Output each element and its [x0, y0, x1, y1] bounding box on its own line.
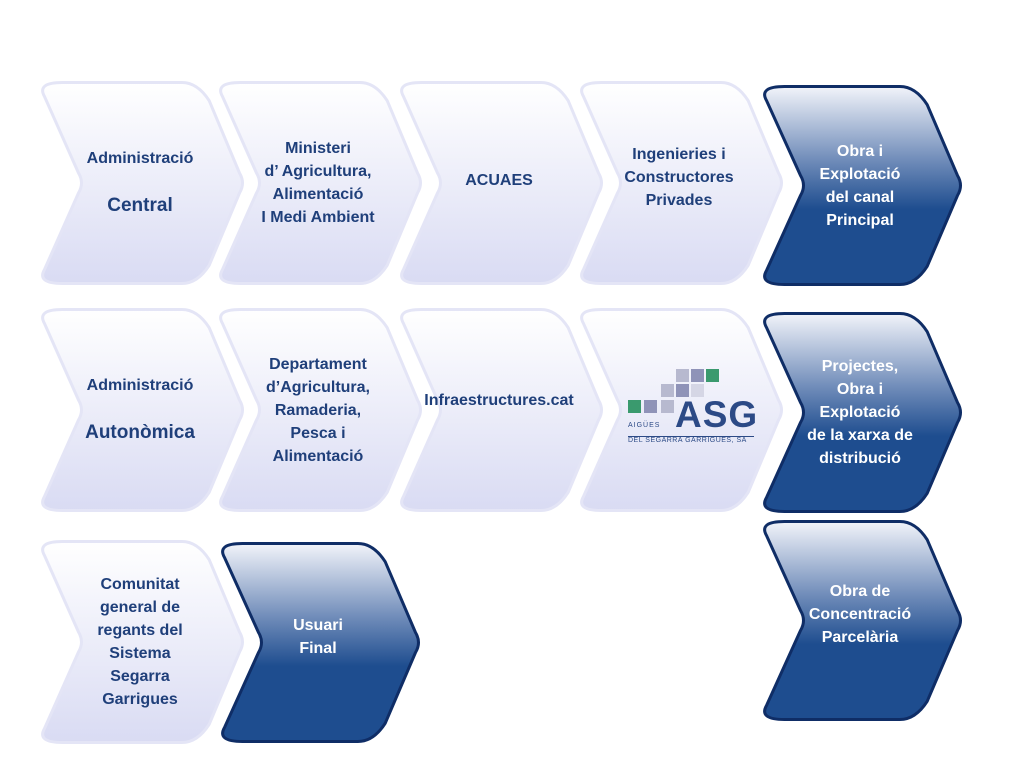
- logo-square: [628, 400, 641, 413]
- administracio-autonomica-line1: Administració: [86, 377, 194, 394]
- chevron-acuaes: ACUAES: [393, 80, 605, 286]
- asg-logo: ASG AIGÜES DEL SEGARRA GARRIGUES, SA: [628, 369, 760, 453]
- administracio-autonomica-label: Administració Autonòmica: [64, 307, 216, 513]
- logo-square: [644, 400, 657, 413]
- chevron-administracio-central: Administració Central: [34, 80, 246, 286]
- chevron-usuari-final: Usuari Final: [214, 541, 422, 744]
- logo-square: [676, 384, 689, 397]
- infraestructures-label: Infraestructures.cat: [424, 391, 574, 409]
- projectes-label: Projectes, Obra i Explotació de la xarxa…: [807, 358, 913, 467]
- ministeri-label: Ministeri d’ Agricultura, Alimentació I …: [261, 140, 375, 226]
- usuari-final-label: Usuari Final: [293, 616, 343, 657]
- chevron-obra-canal-principal: Obra i Explotació del canal Principal: [756, 84, 964, 287]
- acuaes-label: ACUAES: [465, 171, 533, 189]
- logo-aigues: AIGÜES: [628, 422, 661, 429]
- chevron-infraestructures: Infraestructures.cat: [393, 307, 605, 513]
- chevron-obra-concentracio: Obra de Concentració Parcelària: [756, 519, 964, 722]
- logo-square: [661, 384, 674, 397]
- obra-concentracio-label: Obra de Concentració Parcelària: [808, 583, 912, 646]
- logo-subtitle: DEL SEGARRA GARRIGUES, SA: [628, 437, 747, 444]
- ingenieries-label: Ingenieries i Constructores Privades: [624, 145, 734, 209]
- obra-canal-principal-label: Obra i Explotació del canal Principal: [819, 142, 901, 229]
- logo-square: [691, 369, 704, 382]
- logo-rule: [628, 436, 754, 437]
- administracio-autonomica-line2: Autonòmica: [85, 422, 195, 443]
- comunitat-label: Comunitat general de regants del Sistema…: [97, 576, 183, 708]
- logo-square: [691, 384, 704, 397]
- chevron-asg-logo: [573, 307, 785, 513]
- chevron-ingenieries: Ingenieries i Constructores Privades: [573, 80, 785, 286]
- logo-brand: ASG: [675, 394, 759, 435]
- logo-square: [676, 369, 689, 382]
- administracio-central-line2: Central: [107, 195, 173, 216]
- departament-label: Departament d’Agricultura, Ramaderia, Pe…: [265, 355, 370, 465]
- administracio-central-label: Administració Central: [64, 80, 216, 286]
- chevron-projectes: Projectes, Obra i Explotació de la xarxa…: [756, 311, 964, 514]
- logo-square: [661, 400, 674, 413]
- chevron-departament: Departament d’Agricultura, Ramaderia, Pe…: [212, 307, 424, 513]
- chevron-comunitat: Comunitat general de regants del Sistema…: [34, 539, 246, 745]
- administracio-central-line1: Administració: [86, 150, 194, 167]
- chevron-ministeri: Ministeri d’ Agricultura, Alimentació I …: [212, 80, 424, 286]
- logo-square: [706, 369, 719, 382]
- chevron-administracio-autonomica: Administració Autonòmica: [34, 307, 246, 513]
